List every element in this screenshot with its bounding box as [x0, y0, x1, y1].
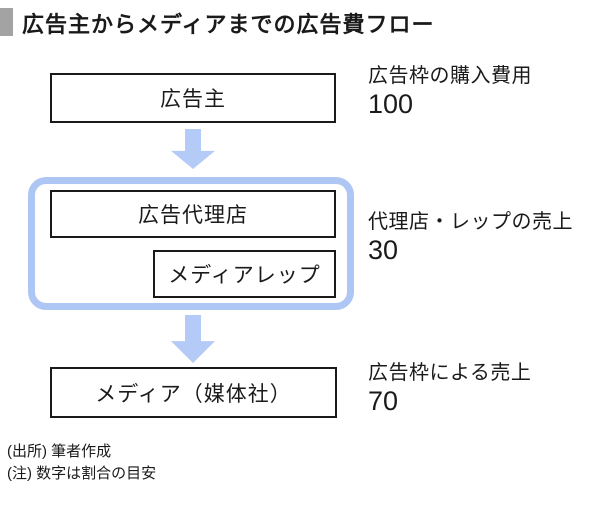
- media-rep-box: メディアレップ: [153, 250, 336, 298]
- media-side-note: 広告枠による売上 70: [368, 361, 531, 416]
- advertiser-side-value: 100: [368, 89, 414, 119]
- media-rep-label: メディアレップ: [168, 264, 321, 287]
- page-title: 広告主からメディアまでの広告費フロー: [22, 12, 435, 37]
- advertiser-box: 広告主: [50, 73, 336, 123]
- media-box: メディア（媒体社）: [50, 367, 337, 418]
- agency-side-note: 代理店・レップの売上 30: [368, 210, 573, 265]
- down-arrow-icon: [171, 129, 215, 169]
- advertiser-side-label: 広告枠の購入費用: [368, 65, 532, 87]
- agency-label: 広告代理店: [138, 204, 248, 227]
- footnotes: (出所) 筆者作成 (注) 数字は割合の目安: [7, 441, 156, 485]
- agency-side-value: 30: [368, 235, 399, 265]
- agency-box: 広告代理店: [50, 190, 336, 238]
- media-side-value: 70: [368, 386, 399, 416]
- advertiser-side-note: 広告枠の購入費用 100: [368, 64, 532, 119]
- down-arrow-icon: [171, 315, 215, 363]
- source-note: (出所) 筆者作成: [7, 443, 112, 460]
- agency-side-label: 代理店・レップの売上: [368, 211, 573, 233]
- title-marker: [0, 8, 13, 36]
- media-label: メディア（媒体社）: [95, 382, 292, 406]
- media-side-label: 広告枠による売上: [368, 362, 532, 384]
- advertiser-label: 広告主: [160, 88, 226, 111]
- ratio-note: (注) 数字は割合の目安: [7, 465, 157, 482]
